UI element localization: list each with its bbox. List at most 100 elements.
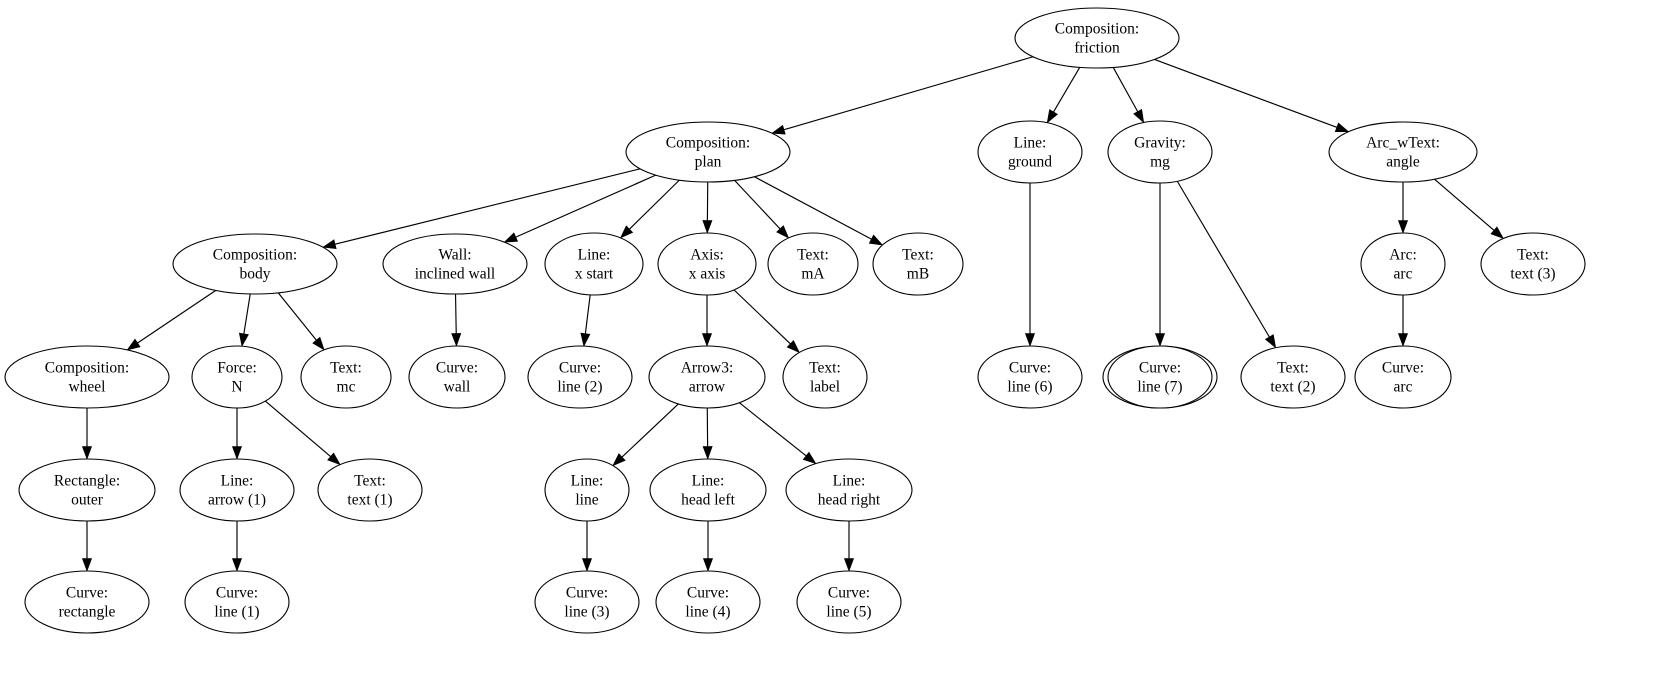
node-label-name: mB [907, 266, 929, 283]
graph-node-wall-curve[interactable]: Curve:wall [408, 345, 506, 409]
graph-edge [754, 176, 884, 246]
node-ellipse[interactable] [625, 121, 791, 183]
node-ellipse[interactable] [382, 233, 528, 295]
arrowhead-icon [1334, 122, 1350, 133]
graph-node-line1[interactable]: Curve:line (1) [184, 570, 290, 634]
node-label-type: Curve: [216, 585, 258, 602]
node-ellipse[interactable] [1328, 121, 1478, 183]
graph-node-mA[interactable]: Text:mA [767, 232, 859, 296]
graph-node-label[interactable]: Text:label [782, 345, 868, 409]
arrowhead-icon [1397, 220, 1409, 234]
graph-node-line4[interactable]: Curve:line (4) [655, 570, 761, 634]
node-ellipse[interactable] [527, 345, 633, 409]
graph-node-mB[interactable]: Text:mB [872, 232, 964, 296]
graph-node-outer[interactable]: Rectangle:outer [18, 458, 156, 522]
node-label-type: Text: [354, 473, 386, 490]
graph-node-text2[interactable]: Text:text (2) [1240, 345, 1346, 409]
node-ellipse[interactable] [24, 570, 150, 634]
graph-node-line6[interactable]: Curve:line (6) [977, 345, 1083, 409]
node-ellipse[interactable] [977, 345, 1083, 409]
node-ellipse[interactable] [767, 232, 859, 296]
node-ellipse[interactable] [782, 345, 868, 409]
node-label-type: Curve: [566, 585, 608, 602]
edge-line [334, 168, 641, 245]
node-ellipse[interactable] [796, 570, 902, 634]
node-ellipse[interactable] [300, 345, 392, 409]
node-ellipse[interactable] [648, 345, 766, 409]
edge-line [264, 400, 331, 457]
node-ellipse[interactable] [1354, 345, 1452, 409]
graph-node-arrow1[interactable]: Line:arrow (1) [179, 458, 295, 522]
graph-node-ground[interactable]: Line:ground [977, 120, 1083, 184]
node-label-name: friction [1074, 40, 1120, 57]
node-label-type: Composition: [213, 247, 297, 264]
node-label-name: text (1) [347, 492, 392, 509]
graph-node-line2[interactable]: Curve:line (2) [527, 345, 633, 409]
graph-node-mc[interactable]: Text:mc [300, 345, 392, 409]
graph-node-head-left[interactable]: Line:head left [649, 458, 767, 522]
graph-node-head-right[interactable]: Line:head right [785, 458, 913, 522]
node-label-type: Gravity: [1134, 135, 1186, 152]
node-ellipse[interactable] [544, 458, 630, 522]
node-ellipse[interactable] [317, 458, 423, 522]
node-label-name: line (7) [1137, 379, 1182, 396]
graph-node-plan[interactable]: Composition:plan [625, 121, 791, 183]
graph-node-body[interactable]: Composition:body [172, 233, 338, 295]
graph-node-text1[interactable]: Text: text (1) [317, 458, 423, 522]
node-ellipse[interactable] [649, 458, 767, 522]
node-label-name: rectangle [59, 604, 116, 621]
edge-line [1176, 180, 1270, 338]
node-ellipse[interactable] [1360, 232, 1446, 296]
node-label-name: mg [1150, 154, 1170, 171]
graph-node-inclined-wall[interactable]: Wall:inclined wall [382, 233, 528, 295]
graph-node-angle[interactable]: Arc_wText:angle [1328, 121, 1478, 183]
graph-edge [619, 179, 680, 239]
node-ellipse[interactable] [1240, 345, 1346, 409]
node-ellipse[interactable] [4, 345, 170, 409]
node-label-name: plan [695, 154, 722, 171]
graph-node-x-start[interactable]: Line:x start [544, 232, 644, 296]
graph-node-wheel[interactable]: Composition:wheel [4, 345, 170, 409]
node-label-type: Axis: [690, 247, 724, 264]
graph-node-text3[interactable]: Text:text (3) [1480, 232, 1586, 296]
graph-node-gravity[interactable]: Gravity: mg [1107, 120, 1213, 184]
arrowhead-icon [451, 333, 462, 347]
node-ellipse[interactable] [179, 458, 295, 522]
graph-node-arc-node[interactable]: Arc:arc [1360, 232, 1446, 296]
arrowhead-icon [843, 558, 855, 572]
node-ellipse[interactable] [172, 233, 338, 295]
node-ellipse[interactable] [872, 232, 964, 296]
node-ellipse[interactable] [657, 232, 757, 296]
node-label-name: arc [1394, 266, 1413, 283]
node-ellipse[interactable] [534, 570, 640, 634]
graph-node-arc-curve[interactable]: Curve:arc [1354, 345, 1452, 409]
graph-node-arrow3[interactable]: Arrow3:arrow [648, 345, 766, 409]
node-ellipse[interactable] [655, 570, 761, 634]
node-label-name: label [810, 379, 840, 396]
node-ellipse[interactable] [1014, 7, 1180, 69]
node-ellipse[interactable] [18, 458, 156, 522]
node-ellipse[interactable] [408, 345, 506, 409]
graph-node-line7[interactable]: Curve:line (7) [1107, 345, 1213, 409]
node-ellipse[interactable] [1107, 345, 1213, 409]
arrowhead-icon [238, 332, 249, 348]
node-ellipse[interactable] [977, 120, 1083, 184]
node-label-type: Curve: [436, 360, 478, 377]
graph-node-line3[interactable]: Curve:line (3) [534, 570, 640, 634]
graph-node-rect-curve[interactable]: Curve:rectangle [24, 570, 150, 634]
graph-node-line5[interactable]: Curve:line (5) [796, 570, 902, 634]
arrowhead-icon [503, 232, 519, 243]
node-ellipse[interactable] [1480, 232, 1586, 296]
node-ellipse[interactable] [184, 570, 290, 634]
graph-node-line-node[interactable]: Line:line [544, 458, 630, 522]
graph-node-force-N[interactable]: Force:N [191, 345, 283, 409]
node-label-type: Composition: [1055, 21, 1139, 38]
node-ellipse[interactable] [785, 458, 913, 522]
graph-node-x-axis[interactable]: Axis:x axis [657, 232, 757, 296]
graph-node-friction[interactable]: Composition: friction [1014, 7, 1180, 69]
node-ellipse[interactable] [544, 232, 644, 296]
node-ellipse[interactable] [1107, 120, 1213, 184]
node-ellipse[interactable] [191, 345, 283, 409]
